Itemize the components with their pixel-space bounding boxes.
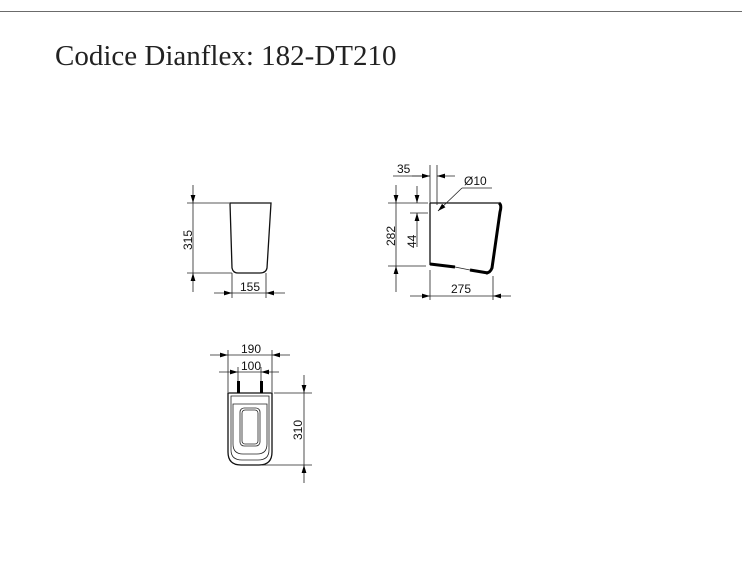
front-width-label: 155	[240, 280, 260, 294]
hinge-spacing-label: 100	[241, 359, 261, 373]
side-view-body	[429, 202, 499, 265]
seat-outer	[227, 392, 273, 466]
side-height-label: 282	[384, 226, 398, 246]
seat-opening	[239, 407, 261, 447]
hinge-left	[237, 381, 240, 393]
outer-width-label: 190	[241, 342, 261, 356]
front-height-label: 315	[181, 230, 195, 250]
header-divider	[0, 11, 742, 12]
top-view: 190 100 310	[210, 342, 312, 483]
hinge-right	[260, 381, 263, 393]
side-depth-label: 275	[451, 282, 471, 296]
front-view-body	[229, 202, 272, 274]
length-label: 310	[291, 420, 305, 440]
page-title: Codice Dianflex: 182-DT210	[55, 40, 397, 72]
top-offset-label: 35	[397, 162, 411, 176]
hole-diameter-label: Ø10	[464, 174, 487, 188]
side-view: 282 44 35 Ø10 275	[384, 162, 511, 300]
hole-drop-label: 44	[405, 234, 419, 248]
front-view: 315 155	[181, 185, 285, 298]
